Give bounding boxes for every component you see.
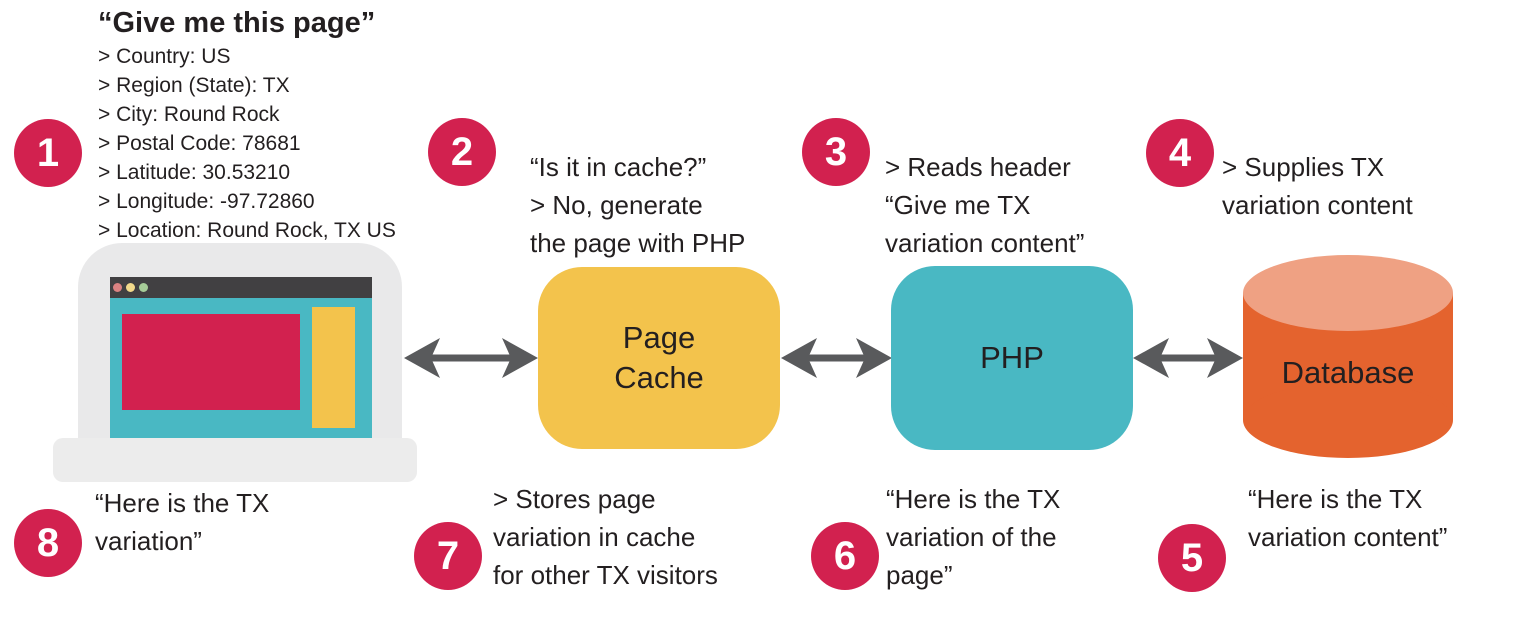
arrow-cache-php-icon [781, 338, 892, 378]
request-detail-line: > City: Round Rock [98, 103, 280, 126]
request-detail-line: > Latitude: 30.53210 [98, 161, 291, 184]
step-5-text: “Here is the TX variation content” [1248, 484, 1448, 552]
window-dot-yellow-icon [126, 283, 135, 292]
step-number: 7 [436, 534, 460, 578]
step-number: 1 [36, 131, 60, 175]
step-3-text: > Reads header “Give me TX variation con… [885, 152, 1085, 258]
browser-chrome-bar [110, 277, 372, 298]
step-3-badge: 3 [802, 118, 870, 186]
arrow-php-database-icon [1133, 338, 1243, 378]
request-detail-line: > Country: US [98, 45, 231, 68]
laptop-base [53, 438, 417, 482]
step-8-badge: 8 [14, 509, 82, 577]
page-cache-node: Page Cache [538, 267, 780, 449]
step-6-badge: 6 [811, 522, 879, 590]
step-1-text: “Give me this page” > Country: US > Regi… [98, 4, 396, 245]
step-number: 2 [450, 130, 474, 174]
database-cylinder-icon [1243, 255, 1453, 458]
page-cache-label: Page [622, 320, 696, 355]
arrow-browser-cache-icon [404, 338, 538, 378]
step-6-text: “Here is the TX variation of the page” [886, 484, 1061, 590]
step-number: 3 [824, 130, 848, 174]
php-node: PHP [891, 266, 1133, 450]
window-dot-red-icon [113, 283, 122, 292]
request-heading: “Give me this page” [98, 7, 376, 39]
step-number: 5 [1180, 536, 1204, 580]
step-2-badge: 2 [428, 118, 496, 186]
step-1-badge: 1 [14, 119, 82, 187]
step-number: 6 [833, 534, 857, 578]
request-detail-line: > Location: Round Rock, TX US [98, 219, 396, 242]
step-8-text: “Here is the TX variation” [95, 488, 270, 556]
request-detail-line: > Postal Code: 78681 [98, 132, 301, 155]
request-detail-line: > Longitude: -97.72860 [98, 190, 315, 213]
step-number: 8 [36, 521, 60, 565]
database-node: Database [1243, 255, 1453, 458]
step-2-text: “Is it in cache?” > No, generate the pag… [530, 152, 746, 258]
step-number: 4 [1168, 131, 1192, 175]
step-7-text: > Stores page variation in cache for oth… [493, 484, 718, 590]
php-label: PHP [980, 340, 1044, 375]
page-cache-label: Cache [614, 360, 704, 395]
step-5-badge: 5 [1158, 524, 1226, 592]
database-label: Database [1281, 355, 1415, 390]
step-4-badge: 4 [1146, 119, 1214, 187]
page-sidebar-block [312, 307, 355, 428]
step-4-text: > Supplies TX variation content [1222, 152, 1413, 220]
step-7-badge: 7 [414, 522, 482, 590]
window-dot-green-icon [139, 283, 148, 292]
request-detail-line: > Region (State): TX [98, 74, 290, 97]
page-content-block [122, 314, 300, 410]
